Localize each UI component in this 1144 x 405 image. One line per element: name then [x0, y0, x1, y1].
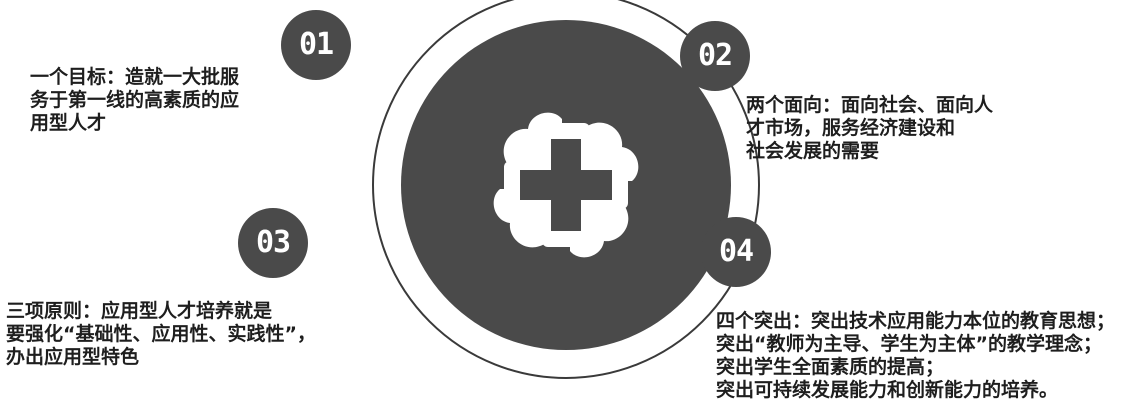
- badge-04-circle: [701, 217, 771, 287]
- item-03-line: 办出应用型特色: [6, 346, 140, 368]
- item-01-text: 一个目标：造就一大批服 务于第一线的高素质的应 用型人才: [30, 66, 239, 135]
- item-04-line: 突出可持续发展能力和创新能力的培养。: [716, 379, 1059, 401]
- item-01-line: 务于第一线的高素质的应: [30, 89, 240, 111]
- badge-02-number: 02: [697, 38, 733, 73]
- item-02-text: 两个面向：面向社会、面向人 才市场，服务经济建设和 社会发展的需要: [746, 94, 993, 163]
- item-03-line: 要强化“基础性、应用性、实践性”，: [6, 323, 316, 345]
- badge-03-number: 03: [255, 225, 291, 260]
- item-01-line: 用型人才: [30, 112, 107, 134]
- item-03-line: 三项原则：应用型人才培养就是: [6, 300, 273, 322]
- item-04-text: 四个突出：突出技术应用能力本位的教育思想； 突出“教师为主导、学生为主体”的教学…: [716, 310, 1115, 402]
- item-04-line: 突出“教师为主导、学生为主体”的教学理念；: [716, 333, 1102, 355]
- badge-01-number: 01: [298, 27, 334, 62]
- item-03-text: 三项原则：应用型人才培养就是 要强化“基础性、应用性、实践性”， 办出应用型特色: [6, 300, 316, 369]
- item-01-line: 一个目标：造就一大批服: [30, 66, 240, 88]
- outer-ring: [372, 0, 760, 379]
- item-02-line: 才市场，服务经济建设和: [746, 117, 956, 139]
- badge-04-number: 04: [718, 234, 754, 269]
- cross-flower-icon: [493, 112, 639, 258]
- badge-03-circle: [238, 208, 308, 278]
- item-04-line: 四个突出：突出技术应用能力本位的教育思想；: [716, 310, 1116, 332]
- item-04-line: 突出学生全面素质的提高；: [716, 356, 945, 378]
- badge-02-circle: [680, 21, 750, 91]
- item-02-line: 社会发展的需要: [746, 140, 880, 162]
- item-02-line: 两个面向：面向社会、面向人: [746, 94, 994, 116]
- badge-01-circle: [281, 10, 351, 80]
